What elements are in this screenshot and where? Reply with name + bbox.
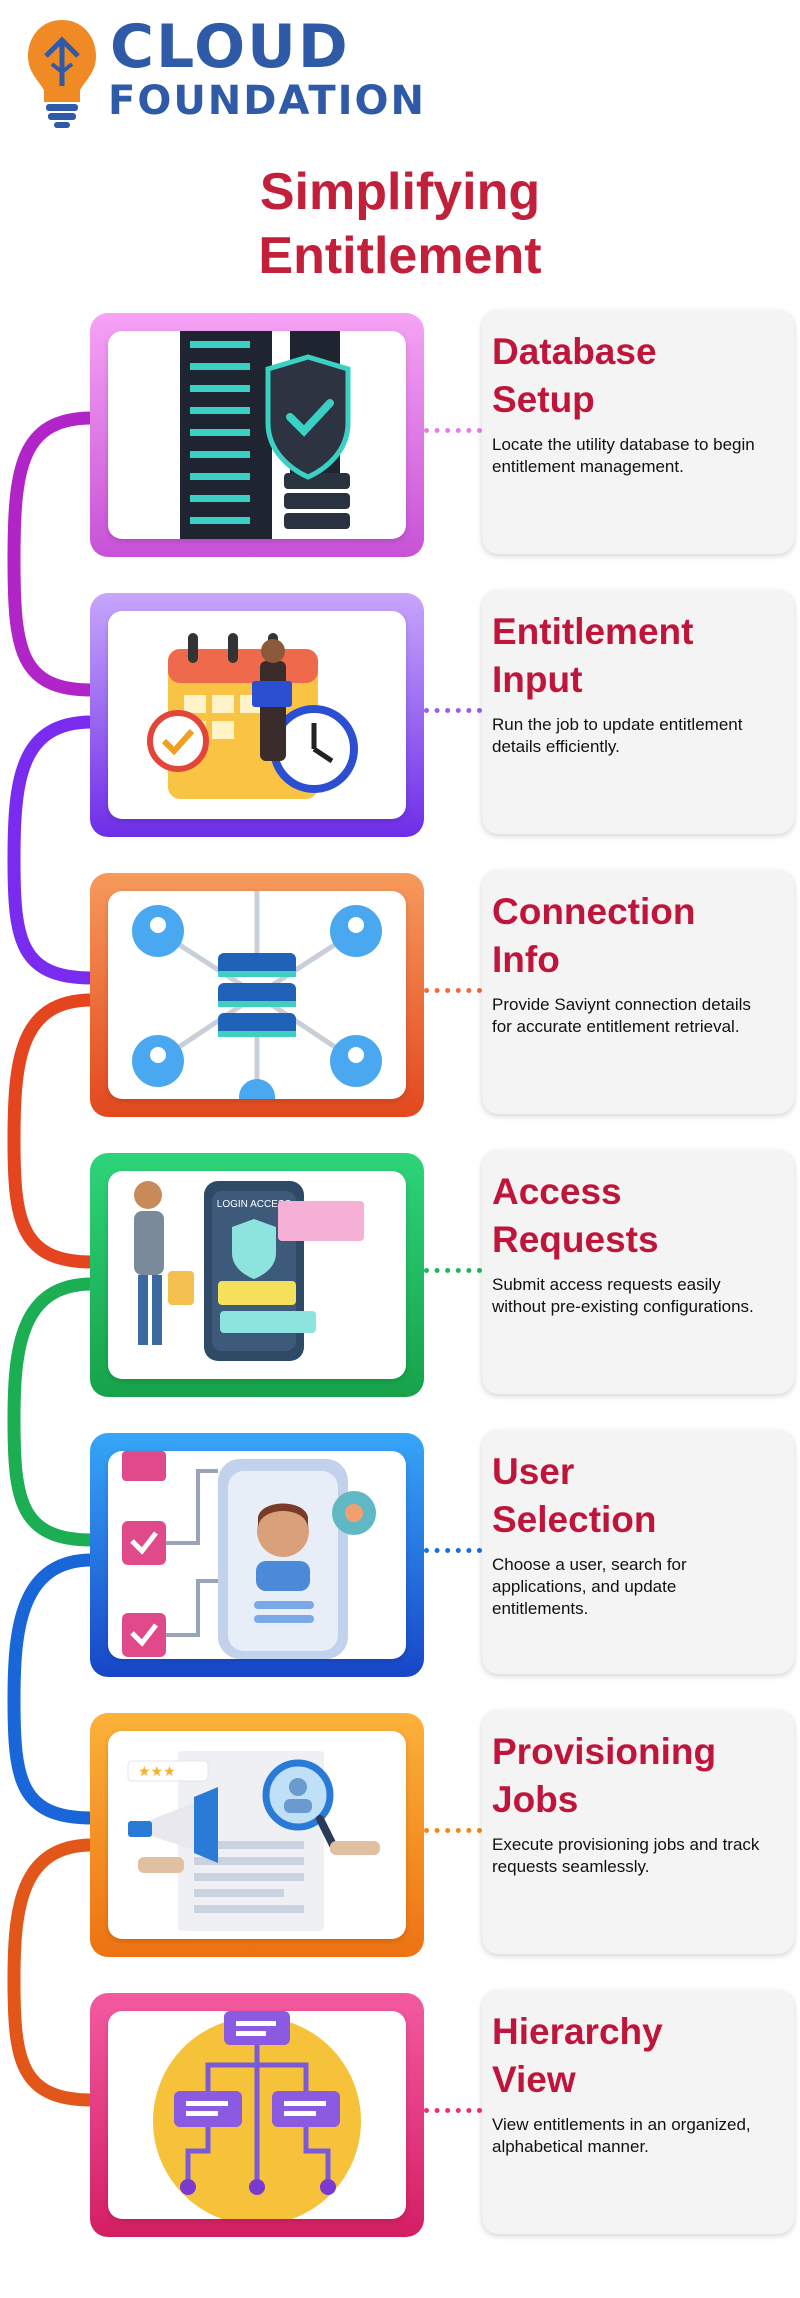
- step-4-description: Submit access requests easily without pr…: [492, 1275, 754, 1316]
- hierarchy-tree-icon: [153, 2011, 361, 2219]
- step-6-image-frame: ★★★: [90, 1713, 424, 1957]
- page-title-line1: Simplifying: [259, 163, 541, 221]
- step-4-connector-dots: [424, 1268, 482, 1273]
- step-7-image-frame: [90, 1993, 424, 2237]
- step-5-image-frame: [90, 1433, 424, 1677]
- login-access-icon: LOGIN ACCESS: [134, 1181, 364, 1361]
- step-7-connector-dots: [424, 2108, 482, 2113]
- network-users-icon: [132, 891, 382, 1099]
- megaphone-search-icon: ★★★: [127, 1751, 380, 1931]
- step-1-image-frame: [90, 313, 424, 557]
- step-3-connector-dots: [424, 988, 482, 993]
- step-4-image-frame: LOGIN ACCESS: [90, 1153, 424, 1397]
- page-title-line2: Entitlement: [258, 227, 542, 285]
- calendar-clock-icon: [147, 633, 358, 799]
- login-access-label: LOGIN ACCESS: [217, 1199, 292, 1210]
- lightbulb-icon: [28, 20, 96, 128]
- server-shield-icon: [180, 331, 351, 539]
- logo-text-foundation: FOUNDATION: [108, 78, 426, 124]
- svg-text:★★★: ★★★: [138, 1764, 176, 1780]
- step-1-connector-dots: [424, 428, 482, 433]
- step-6-description: Execute provisioning jobs and track requ…: [492, 1835, 760, 1876]
- step-1-description: Locate the utility database to begin ent…: [492, 435, 755, 476]
- step-2-image-frame: [90, 593, 424, 837]
- step-3-description: Provide Saviynt connection details for a…: [492, 995, 751, 1036]
- logo-text-cloud: CLOUD: [110, 12, 350, 82]
- step-5-connector-dots: [424, 1548, 482, 1553]
- step-7-description: View entitlements in an organized, alpha…: [492, 2115, 751, 2156]
- step-2-description: Run the job to update entitlement detail…: [492, 715, 743, 756]
- user-profile-checklist-icon: [122, 1451, 376, 1659]
- step-6-connector-dots: [424, 1828, 482, 1833]
- step-3-image-frame: [90, 873, 424, 1117]
- step-5-description: Choose a user, search for applications, …: [492, 1555, 687, 1618]
- cloud-foundation-logo: CLOUD FOUNDATION: [22, 12, 482, 132]
- step-2-connector-dots: [424, 708, 482, 713]
